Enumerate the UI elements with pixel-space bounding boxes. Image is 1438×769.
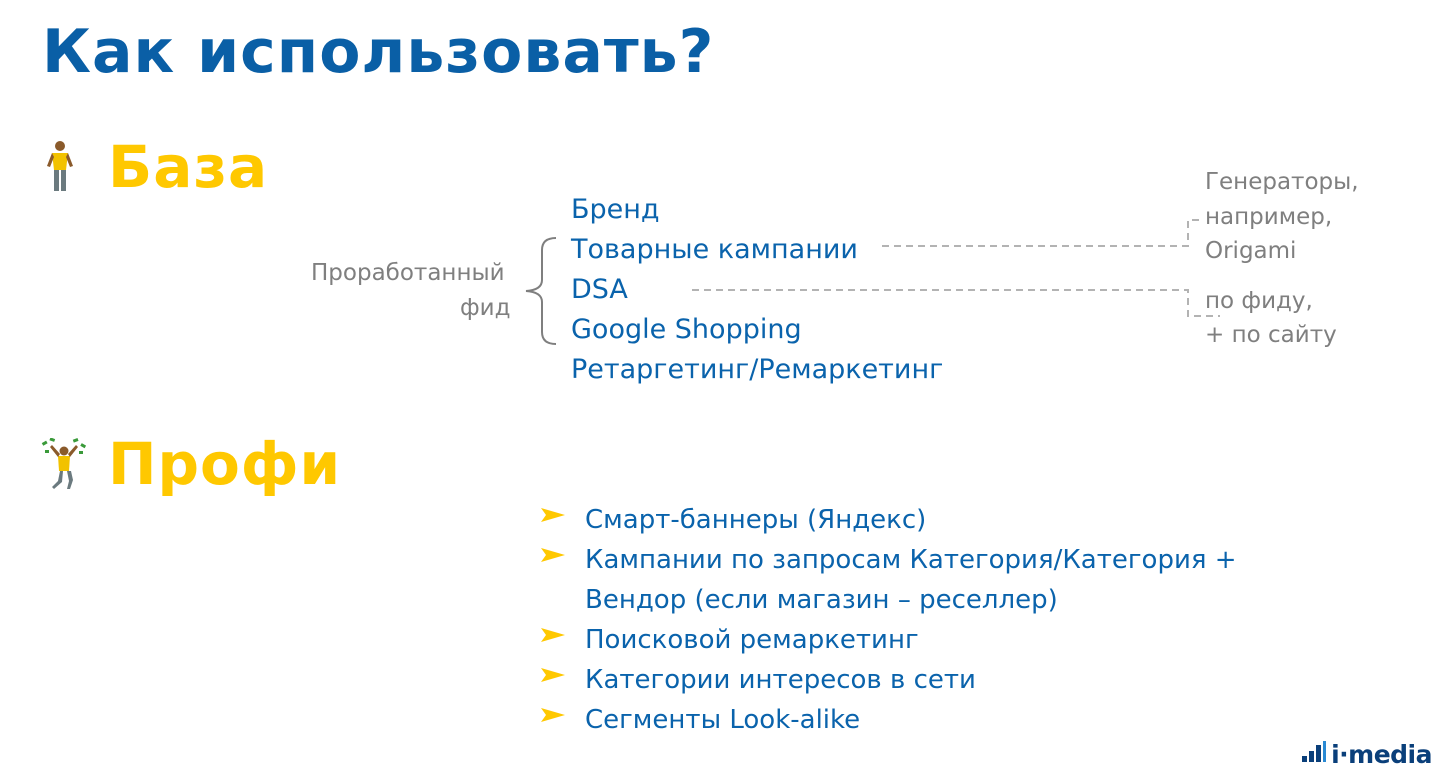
campaign-dsa: DSA [571, 274, 628, 305]
list-item-text: Кампании по запросам Категория/Категория… [585, 545, 1237, 575]
note-feed-line1: по фиду, [1205, 288, 1313, 314]
section-heading-pro: Профи [108, 430, 342, 498]
campaign-brand: Бренд [571, 194, 660, 225]
list-item: Категории интересов в сети [541, 660, 1237, 700]
list-item: Поисковой ремаркетинг [541, 620, 1237, 660]
dashed-connectors [680, 210, 1220, 330]
list-item-text: Категории интересов в сети [585, 665, 976, 695]
list-item-text: Вендор (если магазин – реселлер) [585, 585, 1058, 615]
list-item: Сегменты Look-alike [541, 700, 1237, 740]
note-generators-line1: Генераторы, [1205, 169, 1359, 195]
list-arrow-icon [539, 700, 567, 740]
logo-text: i·media [1331, 740, 1432, 769]
curly-brace [518, 236, 558, 348]
list-arrow-icon [539, 500, 567, 540]
imedia-logo-icon [1302, 741, 1327, 767]
list-item: Смарт-баннеры (Яндекс) [541, 500, 1237, 540]
list-arrow-icon [539, 660, 567, 700]
section-heading-base: База [108, 133, 269, 201]
standing-person-icon [44, 140, 76, 194]
pro-list: Смарт-баннеры (Яндекс) Кампании по запро… [541, 500, 1237, 740]
list-item-text: Поисковой ремаркетинг [585, 625, 919, 655]
feed-label-line1: Проработанный [311, 260, 505, 286]
campaign-product: Товарные кампании [571, 234, 858, 265]
note-generators-line2: например, [1205, 204, 1333, 230]
note-feed-line2: + по сайту [1205, 322, 1337, 348]
list-arrow-icon [539, 620, 567, 660]
campaign-retargeting: Ретаргетинг/Ремаркетинг [571, 354, 944, 385]
imedia-logo: i·media [1302, 741, 1432, 767]
note-generators-line3: Origami [1205, 238, 1297, 264]
feed-label-line2: фид [460, 295, 511, 321]
list-item: Кампании по запросам Категория/Категория… [541, 540, 1237, 580]
list-arrow-icon [539, 540, 567, 580]
list-item-continuation: Вендор (если магазин – реселлер) [585, 580, 1237, 620]
list-item-text: Смарт-баннеры (Яндекс) [585, 505, 927, 535]
list-item-text: Сегменты Look-alike [585, 705, 861, 735]
page-title: Как использовать? [42, 17, 715, 87]
cheering-person-icon [40, 437, 88, 492]
campaign-google-shopping: Google Shopping [571, 314, 802, 345]
